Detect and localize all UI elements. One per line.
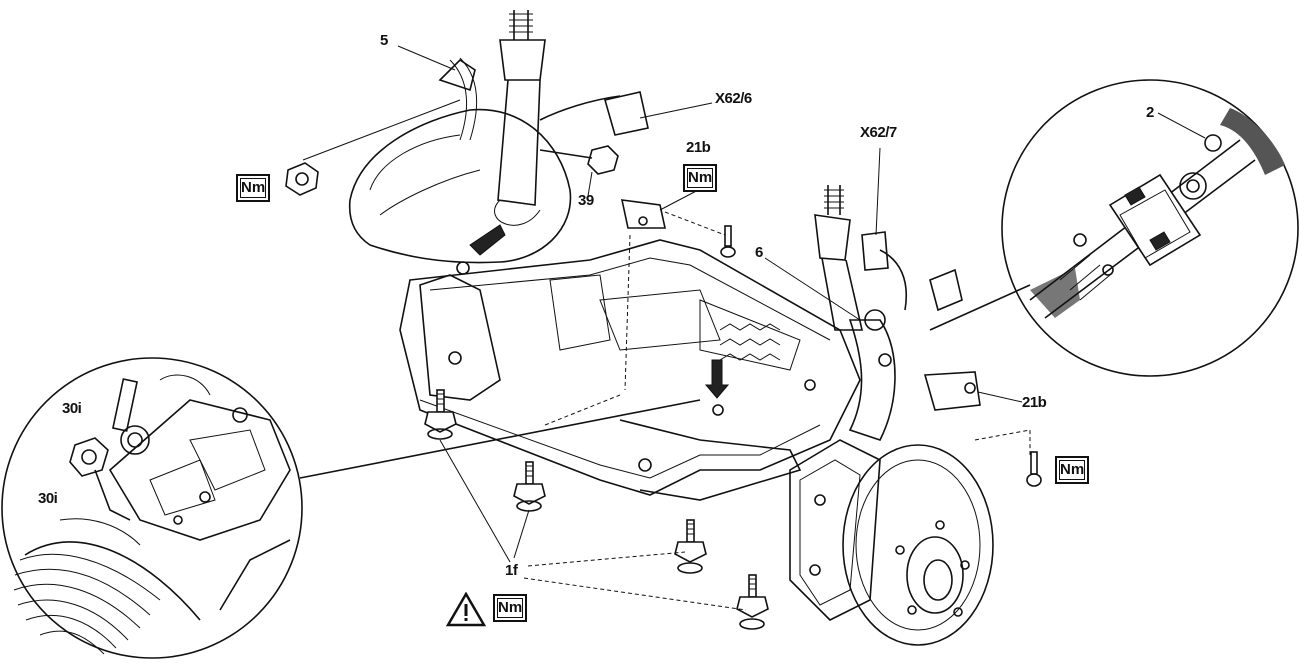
- leader-lines: [302, 45, 1206, 611]
- detail-circle-right: [929, 79, 1299, 377]
- callout-5: 5: [380, 32, 388, 49]
- bolt-icon: [1026, 451, 1042, 487]
- bolt-icon: [674, 519, 707, 574]
- callout-21b-right: 21b: [1022, 394, 1047, 411]
- callout-21b-top: 21b: [686, 139, 711, 156]
- torque-nm-box-left: Nm: [236, 174, 271, 202]
- torque-nm-box-right: Nm: [1055, 456, 1090, 484]
- callout-x62-6: X62/6: [715, 90, 752, 107]
- torque-nm-box-bottom: Nm: [493, 594, 528, 622]
- bolt-icon: [513, 461, 546, 512]
- bolt-icon: [720, 225, 736, 258]
- callout-1f: 1f: [505, 562, 518, 579]
- bolt-icon: [424, 389, 457, 440]
- bolt-icon: [736, 574, 769, 630]
- torque-nm-box-top: Nm: [683, 164, 718, 192]
- callout-39: 39: [578, 192, 594, 209]
- detail-circle-left: [1, 357, 701, 659]
- callout-30i-bottom: 30i: [38, 490, 58, 507]
- subframe: [348, 10, 1031, 646]
- callout-2: 2: [1146, 104, 1154, 121]
- callout-30i-top: 30i: [62, 400, 82, 417]
- nut-icon: [285, 162, 319, 196]
- callout-x62-7: X62/7: [860, 124, 897, 141]
- callout-6: 6: [755, 244, 763, 261]
- warning-triangle-icon: [445, 591, 487, 633]
